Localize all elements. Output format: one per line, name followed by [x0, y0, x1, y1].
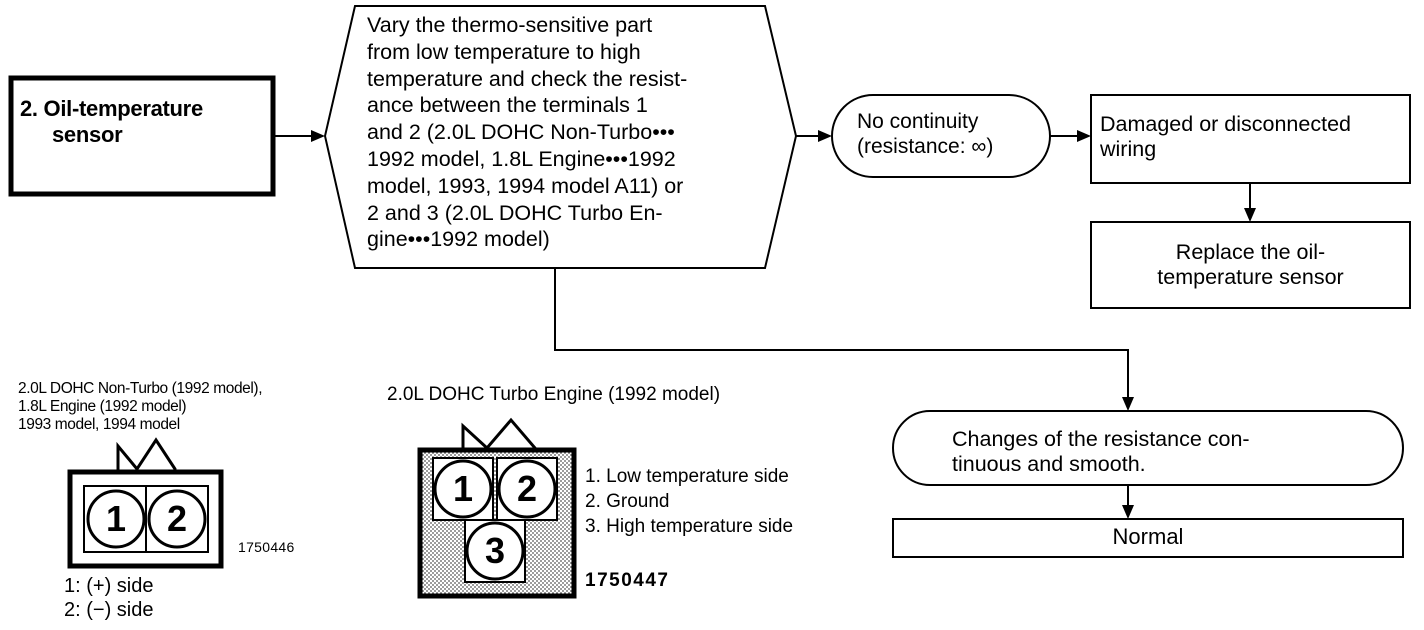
connector-a-caption-line: 1993 model, 1994 model: [18, 416, 180, 433]
connector-b-legend-item: 2. Ground: [585, 491, 670, 512]
connector-b-legend-item: 3. High temperature side: [585, 516, 794, 537]
connector-a-drawing: [67, 437, 224, 569]
connector-a-legend: 1: (+) side 2: (−) side: [64, 574, 153, 622]
check-line: model, 1993, 1994 model A11) or: [367, 173, 684, 198]
check-line: ance between the terminals 1: [367, 93, 648, 118]
connector-a-part-number: 1750446: [238, 539, 295, 555]
connector-b-pin1-circle: [433, 459, 493, 519]
no-continuity-line1: No continuity: [857, 110, 979, 133]
damaged-wiring-text: Damaged or disconnected wiring: [1100, 112, 1351, 163]
connector-a-pin2-label: 2: [166, 498, 188, 539]
arrowhead: [1122, 505, 1134, 519]
connector-b-latch: [461, 417, 537, 451]
connector-a-pin2-circle: [147, 489, 207, 549]
arrowhead: [818, 130, 832, 142]
check-line: 1992 model, 1.8L Engine•••1992: [367, 146, 676, 171]
check-instructions: Vary the thermo-sensitive part from low …: [367, 12, 687, 253]
connector-b-drawing: [417, 417, 577, 599]
check-line: gine•••1992 model): [367, 227, 550, 252]
connector-b-legend-item: 1. Low temperature side: [585, 466, 789, 487]
connector-b-pin3-circle: [465, 521, 525, 581]
connector-a-pin1-circle: [86, 489, 146, 549]
check-line: temperature and check the resist-: [367, 66, 688, 91]
step-box: [8, 75, 276, 197]
step-title-line2: sensor: [52, 121, 123, 147]
connector-check-to-changes: [554, 268, 1129, 398]
connector-b-caption: 2.0L DOHC Turbo Engine (1992 model): [387, 384, 721, 405]
connector-a-legend-item: 1: (+) side: [64, 575, 154, 597]
no-continuity-line2: (resistance: ∞): [857, 134, 994, 158]
step-title: 2. Oil-temperature sensor: [20, 96, 203, 148]
check-line: from low temperature to high: [367, 39, 641, 64]
connector-b-pin2-label: 2: [516, 468, 538, 509]
changes-line1: Changes of the resistance con-: [952, 427, 1250, 451]
replace-line1: Replace the oil-: [1175, 240, 1326, 264]
connector-a-caption-line: 2.0L DOHC Non-Turbo (1992 model),: [18, 380, 263, 397]
replace-line2: temperature sensor: [1157, 265, 1344, 290]
changes-smooth-text: Changes of the resistance con- tinuous a…: [952, 427, 1250, 478]
check-hexagon: [323, 5, 798, 269]
replace-sensor-text: Replace the oil- temperature sensor: [1091, 240, 1410, 291]
check-line: Vary the thermo-sensitive part: [367, 13, 653, 37]
normal-box: [892, 518, 1404, 558]
connector-b-part-number: 1750447: [585, 570, 670, 591]
arrowhead: [311, 130, 325, 142]
connector-a-legend-item: 2: (−) side: [64, 599, 154, 621]
connector-a-latch: [116, 437, 177, 472]
replace-sensor-box: [1090, 221, 1411, 309]
connector-a-caption: 2.0L DOHC Non-Turbo (1992 model), 1.8L E…: [18, 380, 263, 434]
connector-b-pin2-circle: [497, 459, 557, 519]
check-line: and 2 (2.0L DOHC Non-Turbo•••: [367, 120, 675, 145]
arrowhead: [1122, 397, 1134, 411]
changes-line2: tinuous and smooth.: [952, 452, 1146, 477]
damaged-line1: Damaged or disconnected: [1100, 112, 1351, 136]
connector-a-caption-line: 1.8L Engine (1992 model): [18, 398, 187, 415]
connector-b-legend: 1. Low temperature side 2. Ground 3. Hig…: [585, 464, 793, 539]
arrowhead: [1077, 130, 1091, 142]
normal-label: Normal: [1112, 524, 1184, 549]
arrowhead: [1244, 208, 1256, 222]
step-title-line1: 2. Oil-temperature: [20, 96, 203, 121]
check-line: 2 and 3 (2.0L DOHC Turbo En-: [367, 200, 663, 225]
changes-smooth-box: [892, 410, 1404, 486]
connector-b-pin1-label: 1: [452, 468, 474, 509]
connector-b-pin3-label: 3: [484, 530, 506, 571]
connector-a-pin1-label: 1: [105, 498, 127, 539]
damaged-line2: wiring: [1100, 137, 1157, 162]
no-continuity-text: No continuity (resistance: ∞): [857, 110, 993, 160]
